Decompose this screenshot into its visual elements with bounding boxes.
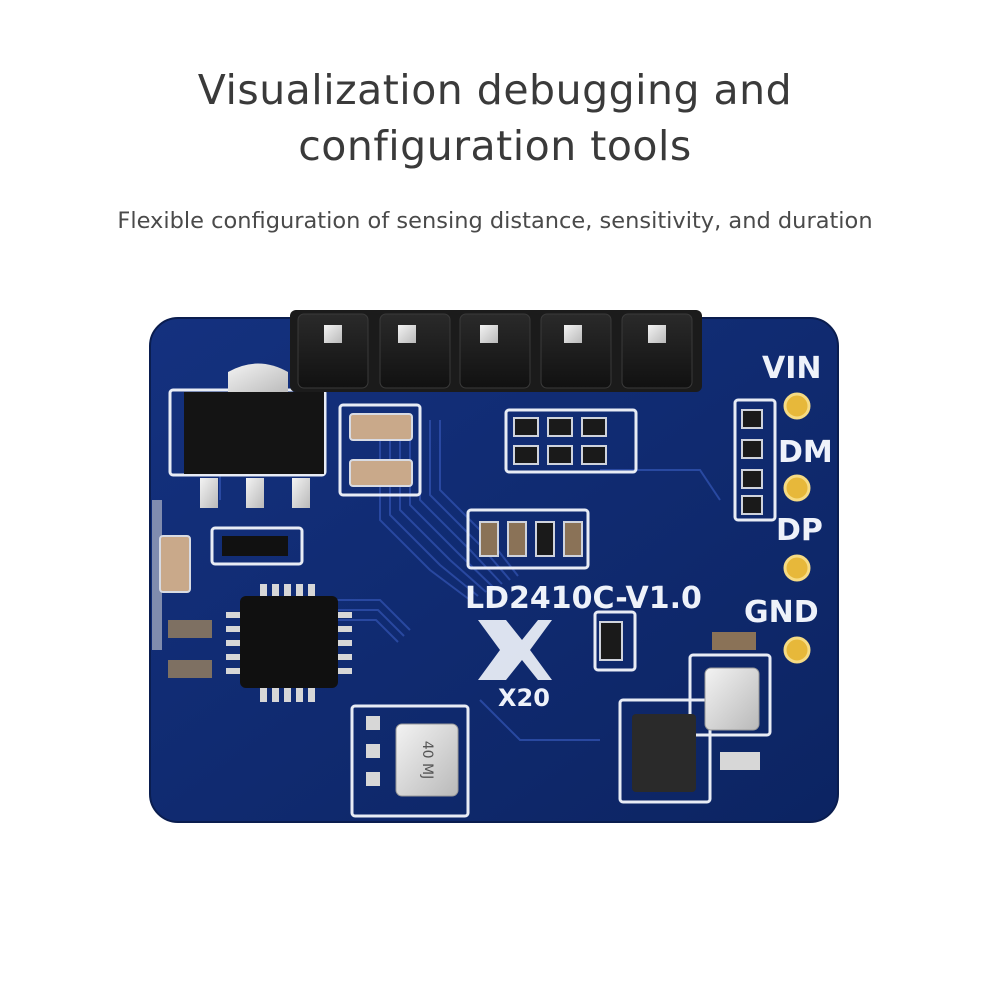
model-label: LD2410C-V1.0	[465, 581, 702, 616]
microcontroller-ic	[226, 584, 352, 702]
silkscreen-outlines	[168, 388, 777, 818]
crystal-oscillator: 40 MJ	[366, 716, 459, 797]
header-pin-1	[297, 313, 369, 389]
pin-label-vin: VIN	[762, 351, 822, 386]
headline-line-1: Visualization debugging and	[197, 66, 793, 114]
subtitle: Flexible configuration of sensing distan…	[117, 208, 873, 234]
gold-pads	[783, 392, 811, 664]
brand-logo	[478, 620, 552, 680]
antenna-label: X20	[498, 684, 550, 712]
header-pin-3	[459, 313, 531, 389]
smd-capacitors	[159, 413, 413, 678]
board-labels: LD2410C-V1.0 X20 VIN DM DP GND	[465, 351, 833, 712]
oscillator-right	[704, 632, 760, 770]
header-pin-2	[379, 313, 451, 389]
pin-label-dm: DM	[778, 435, 833, 470]
crystal-marking: 40 MJ	[419, 741, 435, 779]
headline: Visualization debugging and configuratio…	[0, 62, 990, 174]
pin-label-gnd: GND	[744, 595, 819, 630]
voltage-regulator	[184, 363, 324, 508]
headline-line-2: configuration tools	[298, 122, 692, 170]
pin-label-dp: DP	[776, 513, 823, 548]
header-pin-5	[621, 313, 693, 389]
smd-resistors	[479, 409, 763, 661]
radar-chip	[632, 714, 696, 792]
header-pin-4	[540, 313, 612, 389]
pin-header	[290, 310, 702, 392]
